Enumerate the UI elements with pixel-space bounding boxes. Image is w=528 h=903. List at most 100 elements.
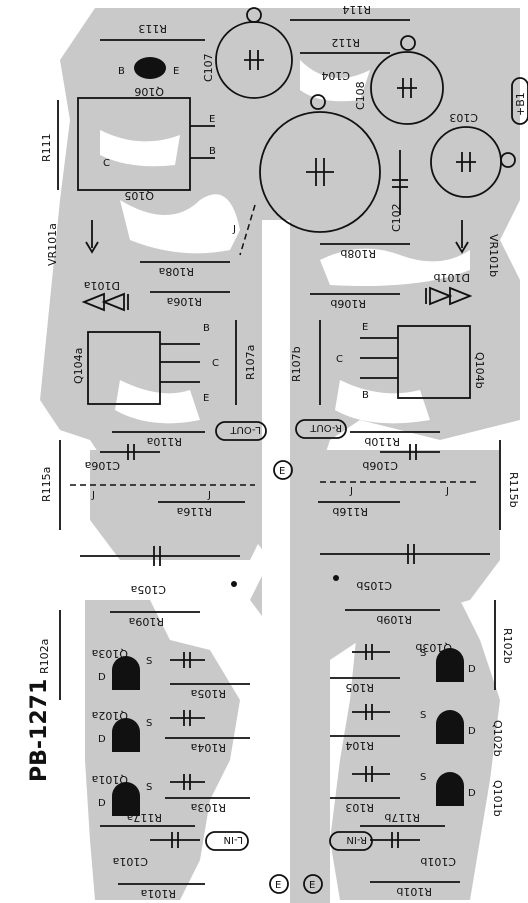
vr101a-label: VR101a	[46, 223, 59, 266]
r104-label: R104	[345, 739, 374, 752]
c107-label: C107	[202, 53, 215, 82]
l-in-terminal	[205, 831, 249, 851]
vr101b-label: VR101b	[487, 234, 500, 277]
r101b-label: R101b	[396, 885, 432, 898]
r117b-label: R117b	[384, 811, 420, 824]
r113-label: R113	[138, 22, 167, 35]
r102a-label: R102a	[38, 639, 51, 674]
r109b-label: R109b	[376, 613, 412, 626]
r115b-label: R115b	[507, 472, 520, 508]
supply-label: +B1	[514, 92, 527, 116]
d101a-label: D101a	[84, 279, 120, 292]
ground-bottom-left-label: E	[275, 880, 281, 891]
r107b-label: R107b	[290, 346, 303, 382]
q101b-body	[436, 772, 464, 806]
ground-mark-bottom-left	[269, 874, 289, 894]
q103a-pin-s: S	[146, 656, 152, 667]
r102b-label: R102b	[501, 628, 514, 664]
q101b-label: Q101b	[491, 780, 504, 817]
r116a-label: R116a	[177, 505, 212, 518]
r106a-label: R106a	[167, 295, 202, 308]
q102b-label: Q102b	[491, 720, 504, 757]
c106a-label: C106a	[85, 459, 120, 472]
q105-label: Q105	[124, 189, 154, 202]
r109a-label: R109a	[129, 615, 164, 628]
q102b-body	[436, 710, 464, 744]
q105-pin-c: C	[103, 158, 110, 169]
q103a-pin-d: D	[98, 672, 106, 683]
jumper-top-label: J	[232, 224, 236, 235]
r117a-label: R117a	[127, 811, 162, 824]
q101b-pin-d: D	[468, 788, 476, 799]
c105a-polarity-dot	[231, 581, 237, 587]
r105-label: R105	[345, 681, 374, 694]
right-small-caps	[352, 644, 390, 782]
l-out-label: L-OUT	[230, 424, 261, 435]
d101b-label: D101b	[434, 271, 470, 284]
q102a-pin-s: S	[146, 718, 152, 729]
d101a-body-2	[101, 292, 125, 312]
ground-mark-bottom-right	[303, 874, 323, 894]
r108a-label: R108a	[159, 265, 194, 278]
q102a-label: Q102a	[92, 709, 128, 722]
c103-label: C103	[449, 111, 478, 124]
q104a-pin-c: C	[212, 358, 219, 369]
c104-plus-mark	[310, 94, 326, 110]
c107-plus-mark	[246, 7, 262, 23]
q106-pin-e: E	[173, 66, 179, 77]
q104a-pin-e: E	[203, 393, 209, 404]
q104a-label: Q104a	[72, 348, 85, 384]
r111-label: R111	[40, 133, 53, 162]
c106b-label: C106b	[362, 459, 398, 472]
r103-label: R103	[345, 801, 374, 814]
q104b-label: Q104b	[473, 352, 486, 389]
r107a-label: R107a	[244, 345, 257, 380]
vr101a-arrowhead	[85, 241, 99, 254]
q104b-pin-e: E	[362, 322, 368, 333]
r101a-label: R101a	[141, 887, 176, 900]
c108-body	[370, 51, 444, 125]
q106-body	[134, 57, 166, 79]
q103a-body	[112, 656, 140, 690]
jumper-left-j1: J	[91, 490, 95, 501]
c102-label: C102	[390, 203, 403, 232]
c101b-label: C101b	[420, 855, 456, 868]
q104b-pin-b: B	[362, 390, 369, 401]
vr101b-arrowhead	[455, 241, 469, 254]
r105a-label: R105a	[191, 687, 226, 700]
r115a-label: R115a	[40, 467, 53, 502]
c108-plus-mark	[400, 35, 416, 51]
c105b-polarity-dot	[333, 575, 339, 581]
q103b-pin-s: S	[420, 648, 426, 659]
q103b-label: Q103b	[415, 641, 452, 654]
q101a-label: Q101a	[92, 773, 128, 786]
q104a-body	[87, 331, 161, 405]
ground-bottom-right-label: E	[309, 880, 315, 891]
q105-pin-b: B	[209, 146, 216, 157]
r-out-terminal	[295, 419, 347, 439]
q104b-body	[397, 325, 471, 399]
r114-label: R114	[342, 3, 371, 16]
q104a-pin-b: B	[203, 323, 210, 334]
c101a-label: C101a	[113, 855, 148, 868]
ground-center-label: E	[279, 466, 285, 477]
q101b-pin-s: S	[420, 772, 426, 783]
l-out-terminal	[215, 421, 267, 441]
r-in-label: R-IN	[346, 834, 367, 845]
r108b-label: R108b	[340, 247, 376, 260]
ground-mark-center	[273, 460, 293, 480]
q103a-label: Q103a	[92, 647, 128, 660]
q103b-pin-d: D	[468, 664, 476, 675]
l-in-label: L-IN	[224, 834, 243, 845]
r103a-label: R103a	[191, 801, 226, 814]
r110a-label: R110a	[147, 435, 182, 448]
r112-label: R112	[331, 36, 360, 49]
jumper-left-j2: J	[207, 490, 211, 501]
c104-body	[259, 111, 381, 233]
r104a-label: R104a	[191, 741, 226, 754]
q103b-body	[436, 648, 464, 682]
c108-label: C108	[354, 81, 367, 110]
q105-body	[77, 97, 191, 191]
c105b-label: C105b	[356, 579, 392, 592]
